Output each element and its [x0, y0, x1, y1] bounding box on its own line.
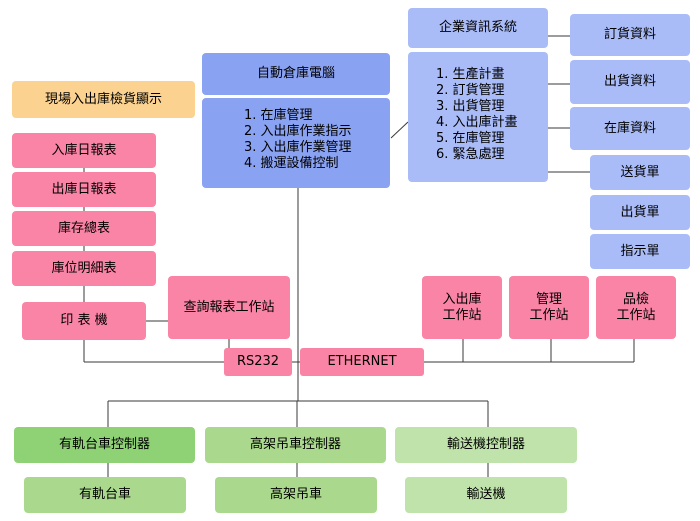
- ethernet-label: ETHERNET: [327, 354, 397, 369]
- erp-item: 1. 生產計畫: [436, 67, 505, 82]
- erp-item: 6. 緊急處理: [436, 147, 505, 162]
- report-label: 出庫日報表: [51, 181, 117, 197]
- report-label: 入庫日報表: [51, 142, 117, 158]
- shipping-slip-label: 出貨單: [620, 204, 660, 220]
- erp-item: 5. 在庫管理: [436, 131, 505, 146]
- erp-item: 4. 入出庫計畫: [436, 115, 518, 130]
- device-label: 高架吊車: [269, 487, 322, 502]
- workstation-line2: 工作站: [616, 307, 656, 323]
- query-report-workstation: 查詢報表工作站: [168, 276, 290, 339]
- inventory-data-box: 在庫資料: [570, 107, 690, 150]
- quality-inspection-workstation: 品檢 工作站: [596, 276, 676, 339]
- inbound-outbound-workstation: 入出庫 工作站: [422, 276, 502, 339]
- central-item: 3. 入出庫作業管理: [244, 140, 352, 155]
- onsite-display-label: 現場入出庫檢貨顯示: [44, 91, 162, 107]
- rail-cart-device: 有軌台車: [24, 477, 186, 513]
- instruction-slip-box: 指示單: [590, 234, 690, 269]
- device-label: 有軌台車: [78, 487, 131, 502]
- central-computer-functions: 1. 在庫管理 2. 入出庫作業指示 3. 入出庫作業管理 4. 搬運設備控制: [202, 98, 390, 188]
- inventory-data-label: 在庫資料: [603, 120, 656, 136]
- controller-label: 有軌台車控制器: [58, 437, 150, 452]
- management-workstation: 管理 工作站: [509, 276, 589, 339]
- rs232-label: RS232: [236, 354, 280, 369]
- workstation-line1: 管理: [535, 291, 562, 307]
- workstation-line1: 入出庫: [442, 291, 482, 307]
- workstation-line2: 工作站: [442, 307, 482, 323]
- delivery-slip-box: 送貨單: [590, 155, 690, 190]
- shipment-data-label: 出貨資料: [603, 74, 656, 89]
- rail-cart-controller: 有軌台車控制器: [14, 427, 195, 463]
- workstation-line1: 品檢: [622, 291, 649, 307]
- printer-box: 印 表 機: [22, 302, 146, 340]
- report-inbound-daily: 入庫日報表: [12, 133, 156, 168]
- ethernet-label-box: ETHERNET: [300, 348, 424, 376]
- report-location-detail: 庫位明細表: [12, 251, 156, 286]
- workstation-line2: 工作站: [529, 307, 569, 323]
- central-item: 1. 在庫管理: [244, 108, 313, 123]
- printer-label: 印 表 機: [60, 313, 108, 328]
- central-computer-title: 自動倉庫電腦: [202, 53, 390, 95]
- central-computer-title-text: 自動倉庫電腦: [256, 66, 335, 81]
- order-data-box: 訂貨資料: [570, 14, 690, 56]
- overhead-crane-controller: 高架吊車控制器: [205, 427, 386, 463]
- report-stock-summary: 庫存總表: [12, 211, 156, 246]
- device-label: 輸送機: [466, 487, 506, 502]
- report-label: 庫位明細表: [51, 260, 117, 276]
- controller-label: 輸送機控制器: [446, 437, 525, 452]
- erp-item: 2. 訂貨管理: [436, 83, 505, 98]
- central-item: 4. 搬運設備控制: [244, 156, 339, 171]
- report-outbound-daily: 出庫日報表: [12, 172, 156, 207]
- order-data-label: 訂貨資料: [603, 27, 656, 42]
- shipment-data-box: 出貨資料: [570, 60, 690, 104]
- shipping-slip-box: 出貨單: [590, 195, 690, 230]
- erp-functions: 1. 生產計畫 2. 訂貨管理 3. 出貨管理 4. 入出庫計畫 5. 在庫管理…: [408, 52, 548, 182]
- delivery-slip-label: 送貨單: [620, 164, 660, 180]
- erp-item: 3. 出貨管理: [436, 99, 505, 114]
- overhead-crane-device: 高架吊車: [215, 477, 377, 513]
- conveyor-controller: 輸送機控制器: [395, 427, 577, 463]
- rs232-label-box: RS232: [224, 348, 292, 376]
- query-report-workstation-label: 查詢報表工作站: [183, 299, 275, 315]
- conveyor-device: 輸送機: [405, 477, 567, 513]
- report-label: 庫存總表: [57, 220, 110, 236]
- erp-title-text: 企業資訊系統: [438, 20, 517, 35]
- instruction-slip-label: 指示單: [620, 243, 660, 259]
- central-item: 2. 入出庫作業指示: [244, 124, 352, 139]
- onsite-display-box: 現場入出庫檢貨顯示: [12, 81, 195, 118]
- erp-title: 企業資訊系統: [408, 8, 548, 48]
- controller-label: 高架吊車控制器: [249, 437, 341, 452]
